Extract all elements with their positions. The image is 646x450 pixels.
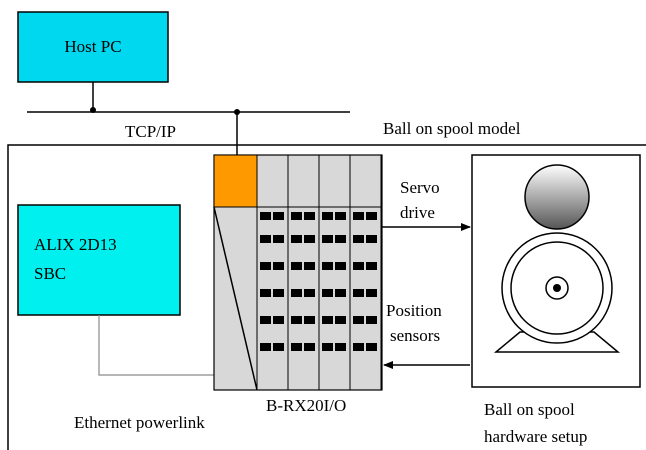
ball-icon xyxy=(524,164,590,230)
io-port xyxy=(366,235,377,243)
io-port xyxy=(291,262,302,270)
servo-drive-signal: Servo drive xyxy=(382,178,471,231)
sensors-label-line2: sensors xyxy=(390,326,440,345)
sbc-label-line2: SBC xyxy=(34,264,66,283)
servo-label-line2: drive xyxy=(400,203,435,222)
sbc-label-line1: ALIX 2D13 xyxy=(34,235,117,254)
io-port xyxy=(304,262,315,270)
model-label: Ball on spool model xyxy=(383,119,521,138)
io-module-label: B-RX20I/O xyxy=(266,396,346,415)
model-frame-line xyxy=(7,144,646,450)
io-port-grid xyxy=(260,212,377,351)
position-sensors-signal: Position sensors xyxy=(383,301,470,369)
powerlink-label: Ethernet powerlink xyxy=(74,413,205,432)
io-port xyxy=(322,289,333,297)
io-port xyxy=(335,289,346,297)
sbc-node: ALIX 2D13 SBC xyxy=(17,204,181,316)
spool-axle-icon xyxy=(553,284,561,292)
io-port xyxy=(273,262,284,270)
ball-on-spool-model-frame: Ball on spool model xyxy=(7,119,646,450)
io-port xyxy=(291,235,302,243)
io-port xyxy=(335,262,346,270)
io-port xyxy=(304,316,315,324)
io-port xyxy=(366,316,377,324)
io-module-accent xyxy=(213,154,258,208)
io-port xyxy=(304,289,315,297)
sbc-box xyxy=(17,204,181,316)
io-port xyxy=(335,235,346,243)
io-port xyxy=(273,235,284,243)
io-port xyxy=(335,212,346,220)
io-port xyxy=(291,289,302,297)
io-port xyxy=(273,316,284,324)
io-port xyxy=(353,343,364,351)
io-port xyxy=(322,316,333,324)
io-port xyxy=(260,316,271,324)
powerlink-connection: Ethernet powerlink xyxy=(74,315,237,432)
io-port xyxy=(291,316,302,324)
tcp-ip-network: TCP/IP xyxy=(27,82,350,155)
io-port xyxy=(260,262,271,270)
sensors-label-line1: Position xyxy=(386,301,442,320)
io-port xyxy=(366,212,377,220)
io-port xyxy=(260,212,271,220)
io-port xyxy=(273,343,284,351)
io-port xyxy=(304,212,315,220)
io-port xyxy=(273,212,284,220)
io-port xyxy=(304,235,315,243)
hardware-label-line1: Ball on spool xyxy=(484,400,575,419)
io-port xyxy=(304,343,315,351)
io-port xyxy=(322,262,333,270)
io-module: B-RX20I/O xyxy=(213,154,383,415)
hardware-setup: Ball on spool hardware setup xyxy=(471,154,641,446)
io-port xyxy=(366,262,377,270)
io-port xyxy=(353,316,364,324)
io-port xyxy=(353,262,364,270)
io-port xyxy=(322,235,333,243)
io-module-diagonal xyxy=(213,206,258,391)
servo-label-line1: Servo xyxy=(400,178,440,197)
io-port xyxy=(353,212,364,220)
io-port xyxy=(273,289,284,297)
io-port xyxy=(291,212,302,220)
io-port xyxy=(366,343,377,351)
io-port xyxy=(353,235,364,243)
io-port xyxy=(322,212,333,220)
hardware-label-line2: hardware setup xyxy=(484,427,587,446)
io-port xyxy=(260,235,271,243)
io-port xyxy=(335,343,346,351)
io-port xyxy=(353,289,364,297)
host-pc-label: Host PC xyxy=(64,37,121,56)
host-pc-box xyxy=(17,11,169,83)
io-port xyxy=(366,289,377,297)
host-pc-node: Host PC xyxy=(17,11,169,83)
io-port xyxy=(322,343,333,351)
io-port xyxy=(260,289,271,297)
io-port xyxy=(260,343,271,351)
tcp-ip-label: TCP/IP xyxy=(125,122,176,141)
io-port xyxy=(291,343,302,351)
host-pc-junction xyxy=(90,107,96,113)
io-port xyxy=(335,316,346,324)
io-slot-columns xyxy=(287,155,382,390)
